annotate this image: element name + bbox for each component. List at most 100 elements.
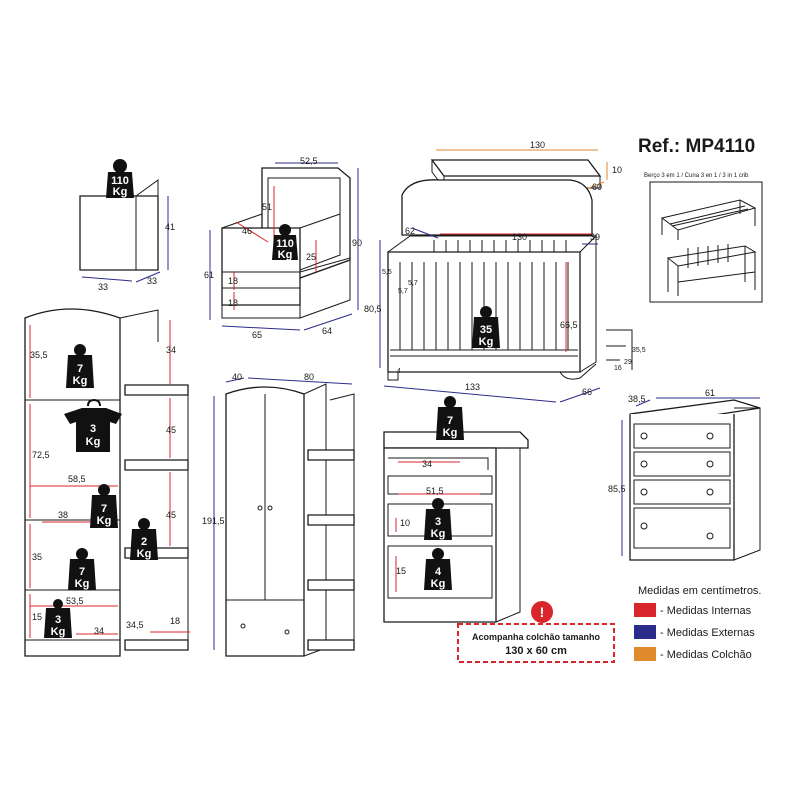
svg-text:33: 33 [147, 276, 157, 286]
svg-text:10: 10 [612, 165, 622, 175]
svg-text:2: 2 [141, 536, 147, 548]
svg-text:Kg: Kg [75, 578, 90, 590]
svg-text:60: 60 [592, 182, 602, 192]
svg-text:Kg: Kg [443, 427, 458, 439]
svg-text:Kg: Kg [86, 436, 101, 448]
svg-text:Kg: Kg [51, 626, 66, 638]
svg-text:80: 80 [304, 372, 314, 382]
svg-text:35: 35 [32, 552, 42, 562]
crib-3in1-inset [649, 181, 763, 303]
svg-text:110: 110 [276, 238, 294, 250]
crib-slats [390, 240, 578, 357]
svg-text:33: 33 [98, 282, 108, 292]
svg-text:18: 18 [170, 616, 180, 626]
legend-title: Medidas em centímetros. [638, 585, 762, 597]
svg-text:46: 46 [242, 226, 252, 236]
crib-caption: Berço 3 em 1 / Cuna 3 en 1 / 3 in 1 crib [644, 173, 749, 179]
svg-text:5,7: 5,7 [408, 280, 418, 287]
svg-text:51: 51 [262, 202, 272, 212]
reference-code: Ref.: MP4110 [638, 136, 755, 157]
weight-badge-chair: 110 Kg [272, 224, 298, 261]
svg-text:Kg: Kg [431, 578, 446, 590]
legend-item-mattress: - Medidas Colchão [634, 647, 752, 661]
svg-text:Kg: Kg [137, 548, 152, 560]
svg-text:15: 15 [32, 612, 42, 622]
svg-text:38,5: 38,5 [628, 394, 646, 404]
svg-text:58,5: 58,5 [68, 474, 86, 484]
svg-text:34,5: 34,5 [126, 620, 144, 630]
tall-shelf: 35,5 72,5 35 15 58,5 38 53,5 34 34 45 45… [24, 308, 190, 657]
svg-text:35,5: 35,5 [30, 350, 48, 360]
svg-text:52,5: 52,5 [300, 156, 318, 166]
svg-text:Kg: Kg [479, 336, 494, 348]
svg-text:40: 40 [232, 372, 242, 382]
svg-text:64: 64 [322, 326, 332, 336]
svg-text:130: 130 [530, 140, 545, 150]
svg-text:72,5: 72,5 [32, 450, 50, 460]
crib: 62 130 39 80,5 66,5 5,5 5,7 5,7 4 133 66… [364, 179, 646, 403]
chest-of-drawers: 38,5 61 85,5 [608, 388, 761, 561]
exclamation-icon [531, 601, 553, 623]
svg-text:25: 25 [306, 252, 316, 262]
svg-text:90: 90 [352, 238, 362, 248]
weight-badge-shelf-hanger: 3 Kg [64, 398, 122, 452]
svg-text:16: 16 [614, 365, 622, 372]
svg-text:4: 4 [397, 368, 401, 375]
dresser: 34 51,5 10 15 [383, 431, 529, 623]
weight-badge-shelf-mid: 7 Kg [90, 484, 118, 528]
svg-text:7: 7 [79, 566, 85, 578]
svg-text:35: 35 [480, 324, 492, 336]
svg-text:38: 38 [58, 510, 68, 520]
svg-text:35,5: 35,5 [632, 347, 646, 354]
svg-text:Kg: Kg [278, 249, 293, 261]
svg-text:5,7: 5,7 [398, 288, 408, 295]
svg-text:53,5: 53,5 [66, 596, 84, 606]
svg-text:Kg: Kg [113, 186, 128, 198]
svg-text:61: 61 [705, 388, 715, 398]
wardrobe: 40 80 191,5 [202, 372, 355, 657]
svg-text:10: 10 [400, 518, 410, 528]
svg-text:51,5: 51,5 [426, 486, 444, 496]
svg-text:5,5: 5,5 [382, 269, 392, 276]
svg-text:18: 18 [228, 298, 238, 308]
svg-text:Kg: Kg [431, 528, 446, 540]
svg-text:62: 62 [405, 226, 415, 236]
weight-badge-shelf-side: 2 Kg [130, 518, 158, 560]
svg-text:- Medidas Internas: - Medidas Internas [660, 605, 752, 617]
svg-text:7: 7 [447, 415, 453, 427]
svg-text:3: 3 [55, 614, 61, 626]
svg-text:15: 15 [396, 566, 406, 576]
svg-text:130 x 60 cm: 130 x 60 cm [505, 645, 567, 657]
weight-badge-dresser-top: 7 Kg [436, 396, 464, 440]
svg-text:39: 39 [590, 232, 600, 242]
svg-text:65: 65 [252, 330, 262, 340]
weight-badge-dresser-d3: 4 Kg [424, 548, 452, 590]
svg-text:66,5: 66,5 [560, 320, 578, 330]
svg-text:66: 66 [582, 387, 592, 397]
svg-text:- Medidas Colchão: - Medidas Colchão [660, 649, 752, 661]
svg-text:4: 4 [435, 566, 442, 578]
svg-text:34: 34 [422, 459, 432, 469]
svg-text:80,5: 80,5 [364, 304, 382, 314]
svg-text:3: 3 [435, 516, 441, 528]
svg-text:Kg: Kg [97, 515, 112, 527]
svg-text:45: 45 [166, 425, 176, 435]
svg-text:!: ! [540, 604, 545, 620]
svg-text:191,5: 191,5 [202, 516, 225, 526]
weight-badge-dresser-d2: 3 Kg [424, 498, 452, 540]
weight-badge-crib: 35 Kg [472, 306, 500, 348]
legend: Medidas em centímetros. - Medidas Intern… [634, 585, 762, 661]
weight-badge-shelf-low: 7 Kg [68, 548, 96, 590]
weight-badge-cube: 110 Kg [106, 159, 134, 198]
svg-text:7: 7 [101, 503, 107, 515]
svg-text:41: 41 [165, 222, 175, 232]
svg-text:Acompanha colchão tamanho: Acompanha colchão tamanho [472, 632, 601, 642]
svg-text:130: 130 [512, 232, 527, 242]
svg-text:34: 34 [94, 626, 104, 636]
mattress-note: ! Acompanha colchão tamanho 130 x 60 cm [457, 601, 615, 663]
svg-text:Kg: Kg [73, 375, 88, 387]
svg-text:7: 7 [77, 363, 83, 375]
svg-text:3: 3 [90, 423, 96, 435]
svg-text:110: 110 [111, 175, 129, 187]
